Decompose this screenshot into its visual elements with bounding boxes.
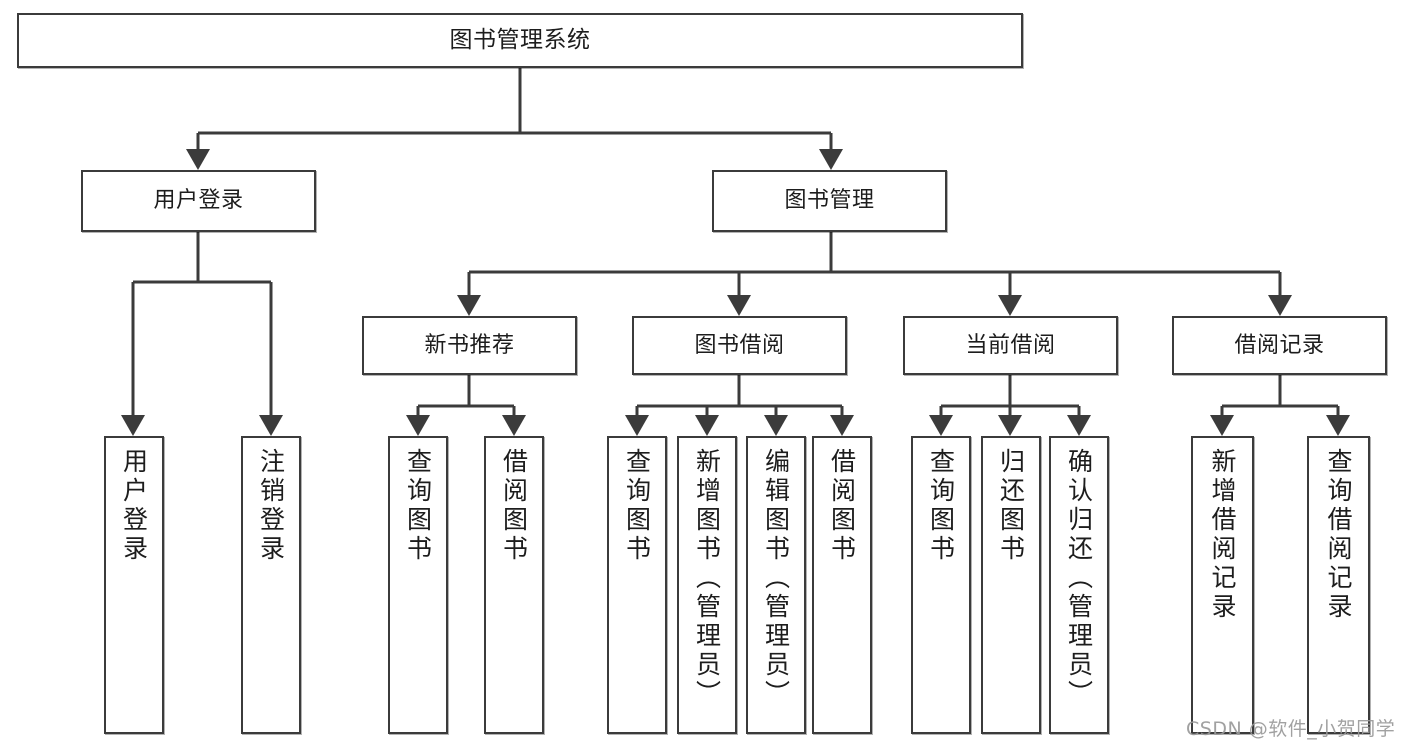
node-label: 归还图书: [996, 448, 1026, 564]
leaf-logout[interactable]: 注销登录: [241, 436, 301, 734]
node-label: 注销登录: [256, 448, 286, 564]
leaf-query-book-borrow[interactable]: 查询图书: [607, 436, 667, 734]
node-label: 借阅记录: [1234, 332, 1325, 358]
leaf-borrow-book-recommend[interactable]: 借阅图书: [484, 436, 544, 734]
leaf-edit-book-admin[interactable]: 编辑图书（管理员）: [746, 436, 806, 734]
node-label: 图书管理系统: [449, 26, 591, 53]
node-current-borrow[interactable]: 当前借阅: [903, 316, 1118, 375]
csdn-watermark: CSDN @软件_小贺同学: [1186, 718, 1396, 740]
node-label: 查询图书: [926, 448, 956, 564]
node-book-management[interactable]: 图书管理: [712, 170, 947, 232]
node-label: 编辑图书（管理员）: [761, 448, 791, 709]
node-book-borrow[interactable]: 图书借阅: [632, 316, 847, 375]
node-label: 图书管理: [784, 188, 875, 214]
leaf-user-login[interactable]: 用户登录: [104, 436, 164, 734]
node-label: 查询图书: [622, 448, 652, 564]
node-user-login[interactable]: 用户登录: [81, 170, 316, 232]
leaf-query-book-current[interactable]: 查询图书: [911, 436, 971, 734]
node-label: 新书推荐: [424, 332, 515, 358]
leaf-borrow-book[interactable]: 借阅图书: [812, 436, 872, 734]
node-label: 查询借阅记录: [1324, 448, 1353, 622]
node-label: 借阅图书: [827, 448, 857, 564]
node-label: 用户登录: [119, 448, 149, 564]
node-label: 新增图书（管理员）: [692, 448, 722, 709]
node-label: 当前借阅: [965, 332, 1056, 358]
leaf-query-borrow-record[interactable]: 查询借阅记录: [1307, 436, 1370, 734]
node-root-system[interactable]: 图书管理系统: [17, 13, 1023, 68]
node-label: 确认归还（管理员）: [1064, 448, 1094, 709]
node-label: 借阅图书: [499, 448, 529, 564]
node-label: 查询图书: [403, 448, 433, 564]
node-new-book-recommend[interactable]: 新书推荐: [362, 316, 577, 375]
leaf-add-book-admin[interactable]: 新增图书（管理员）: [677, 436, 737, 734]
node-label: 用户登录: [153, 188, 244, 214]
leaf-confirm-return-admin[interactable]: 确认归还（管理员）: [1049, 436, 1109, 734]
leaf-add-borrow-record[interactable]: 新增借阅记录: [1191, 436, 1254, 734]
leaf-query-book-recommend[interactable]: 查询图书: [388, 436, 448, 734]
node-label: 新增借阅记录: [1208, 448, 1237, 622]
node-borrow-records[interactable]: 借阅记录: [1172, 316, 1387, 375]
node-label: 图书借阅: [694, 332, 785, 358]
leaf-return-book[interactable]: 归还图书: [981, 436, 1041, 734]
